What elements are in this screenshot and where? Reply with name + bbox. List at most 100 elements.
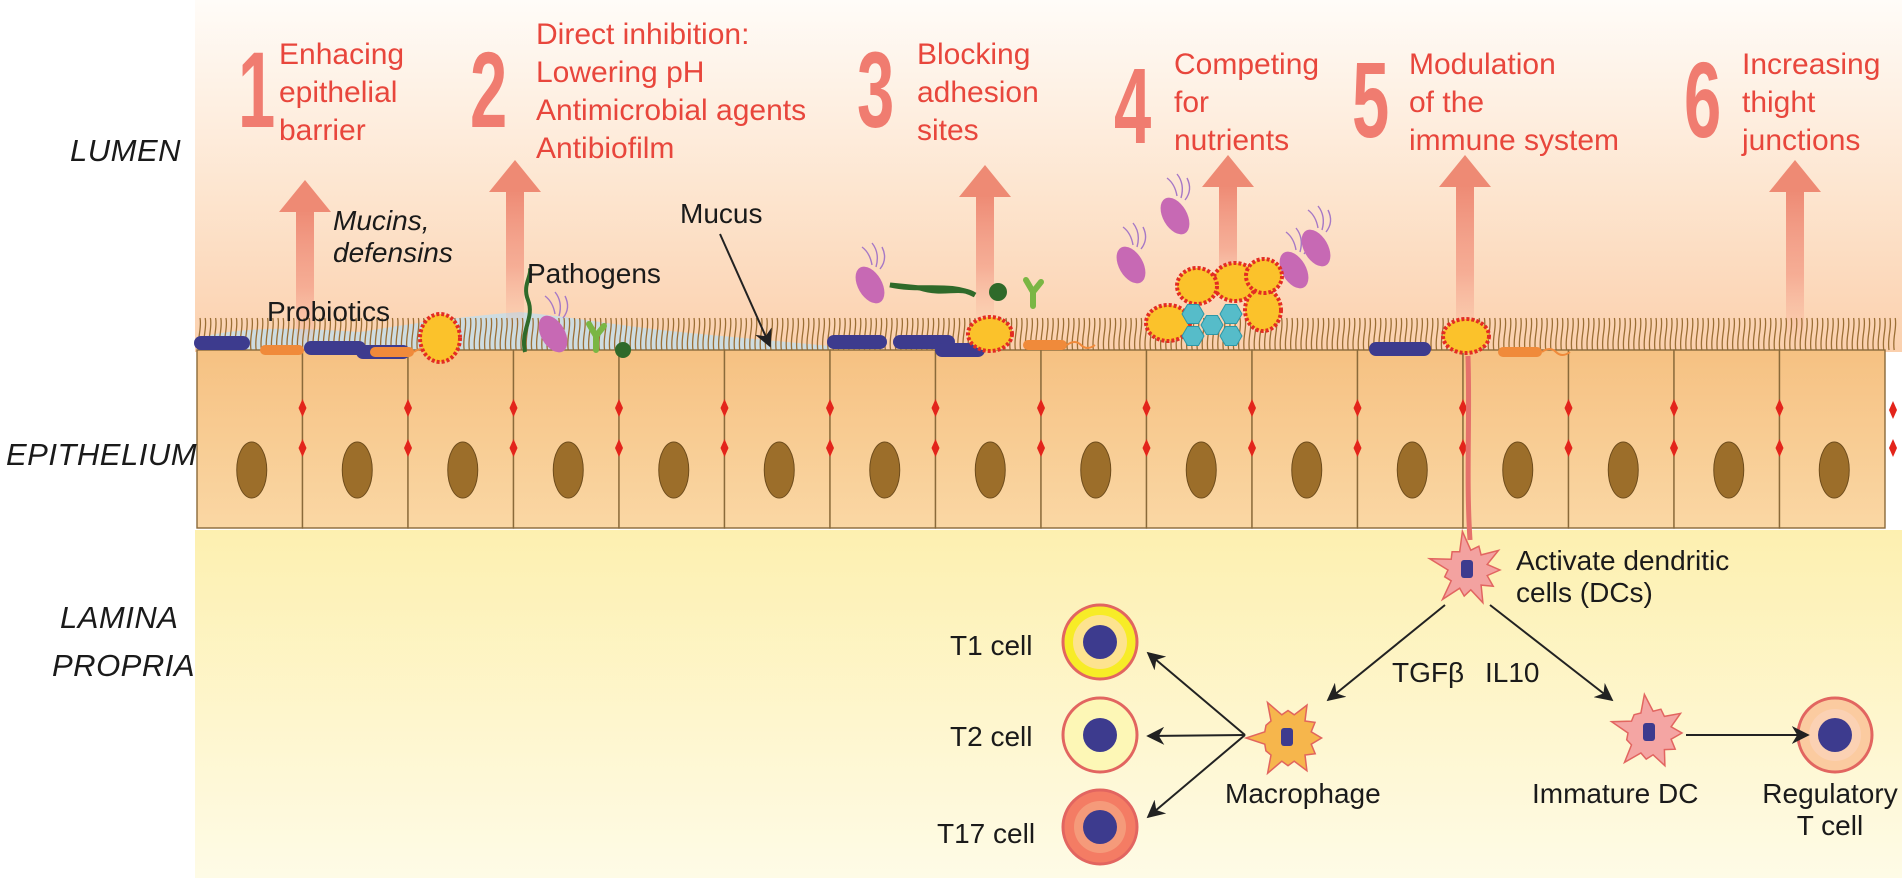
mechanism-6-number: 6 (1684, 39, 1722, 160)
biofilm-strand (521, 267, 533, 353)
epithelial-cell (1356, 349, 1464, 529)
mucins-defensins-label: Mucins, defensins (333, 205, 453, 268)
tight-junction (1775, 439, 1784, 457)
probiotics-label: Probiotics (267, 296, 390, 327)
nucleus (1080, 441, 1112, 499)
epithelial-cell (723, 349, 831, 529)
pathogen-cluster (586, 321, 607, 353)
nucleus (236, 441, 268, 499)
tight-junction (1889, 439, 1897, 457)
tight-junction (615, 399, 623, 417)
tight-junction (1459, 439, 1467, 457)
pathogen-cocci (615, 342, 631, 358)
probiotic-bacterium (418, 312, 462, 364)
immune-cells (1061, 528, 1874, 866)
tight-junction (720, 439, 729, 457)
pathogen-cocci (989, 283, 1007, 301)
probiotic-bacterium (1244, 257, 1284, 295)
commensal-bacterium (304, 341, 366, 355)
tight-junction (509, 439, 518, 457)
nucleus (1291, 441, 1323, 499)
tight-junction (1248, 439, 1256, 457)
probiotic-bacterium (1441, 317, 1491, 355)
epithelial-cell (407, 349, 515, 529)
mechanism-1-arrow (279, 180, 331, 350)
mechanism-5-number: 5 (1352, 39, 1390, 160)
epithelial-cell (618, 349, 726, 529)
nutrient-hexagon (1219, 304, 1243, 324)
t17-cell (1061, 788, 1139, 866)
mechanism-6-text: Increasing thight junctions (1742, 48, 1881, 157)
arrow-macrophage-to-t17 (1146, 734, 1246, 819)
tight-junction (720, 399, 729, 417)
nucleus (658, 441, 690, 499)
tight-junction (404, 399, 412, 417)
nutrient-hexagon (1219, 326, 1243, 346)
epithelial-cell (1251, 349, 1359, 529)
epithelial-cells (196, 349, 1886, 529)
mechanism-5-text: Modulation of the immune system (1409, 48, 1620, 157)
mechanism-2-text: Direct inhibition: Lowering pH Antimicro… (536, 18, 807, 165)
epithelial-cell (1040, 349, 1148, 529)
rod-bacterium (1498, 347, 1542, 357)
biofilm-strand (889, 282, 977, 298)
rod-bacterium (1023, 340, 1067, 350)
arrow-macrophage-to-t1 (1146, 651, 1246, 736)
commensal-bacterium (935, 343, 985, 357)
arrow-dc-to-macrophage (1326, 604, 1446, 702)
tight-junction (826, 399, 834, 417)
immature-dc-label: Immature DC (1532, 778, 1699, 809)
mechanism-2-number: 2 (470, 29, 508, 150)
tight-junction (404, 439, 412, 457)
mechanism-3-number: 3 (857, 29, 895, 150)
pathogen-bacterium (855, 266, 885, 304)
dendritic-cell (1426, 528, 1502, 605)
mechanism-4-text: Competing for nutrients (1174, 48, 1320, 157)
arrow-macrophage-to-t2 (1146, 726, 1246, 745)
nucleus (869, 441, 901, 499)
epithelial-cell (301, 349, 409, 529)
pathogen-bacterium (1160, 197, 1190, 235)
pathogen-bacterium (1301, 229, 1331, 267)
mechanism-5-arrow (1439, 155, 1491, 345)
tight-junction (298, 439, 307, 457)
tight-junction (1353, 399, 1362, 417)
tight-junction (1775, 399, 1784, 417)
tight-junction (1037, 399, 1045, 417)
lamina-propria-background (195, 530, 1902, 878)
pathogen-cluster (1023, 277, 1044, 309)
tight-junction (1564, 439, 1573, 457)
nucleus (552, 441, 584, 499)
mechanism-2-arrow (489, 160, 541, 330)
pathogen-bacterium (538, 315, 568, 353)
regulatory-t-cell (1796, 696, 1874, 774)
epithelial-cell (1462, 349, 1570, 529)
rod-bacterium (260, 345, 304, 355)
commensal-bacterium (194, 336, 250, 350)
bacteria-layer (194, 173, 1571, 364)
il10-label: IL10 (1485, 657, 1540, 688)
treg-label: Regulatory T cell (1762, 778, 1898, 841)
tight-junction (1353, 439, 1362, 457)
probiotic-bacterium (966, 315, 1014, 353)
tight-junction (1564, 399, 1573, 417)
epithelial-cell (1673, 349, 1781, 529)
tight-junction (1670, 439, 1678, 457)
t2-cell (1061, 696, 1139, 774)
zone-label-propria: PROPRIA (52, 648, 196, 683)
immature-dendritic-cell (1609, 692, 1684, 768)
nucleus (1607, 441, 1639, 499)
commensal-bacterium (1369, 342, 1431, 356)
tgfb-label: TGFβ (1392, 657, 1465, 688)
mechanism-3-text: Blocking adhesion sites (917, 38, 1039, 147)
epithelial-cell (196, 349, 304, 529)
t2-cell-label: T2 cell (950, 721, 1033, 752)
mechanism-1-number: 1 (238, 29, 276, 150)
commensal-bacterium (827, 335, 887, 349)
tight-junction (1037, 439, 1045, 457)
nutrient-hexagon (1181, 326, 1205, 346)
nucleus (763, 441, 795, 499)
tight-junction (298, 399, 307, 417)
lumen-background (195, 0, 1902, 352)
mechanism-6-arrow (1769, 160, 1821, 345)
